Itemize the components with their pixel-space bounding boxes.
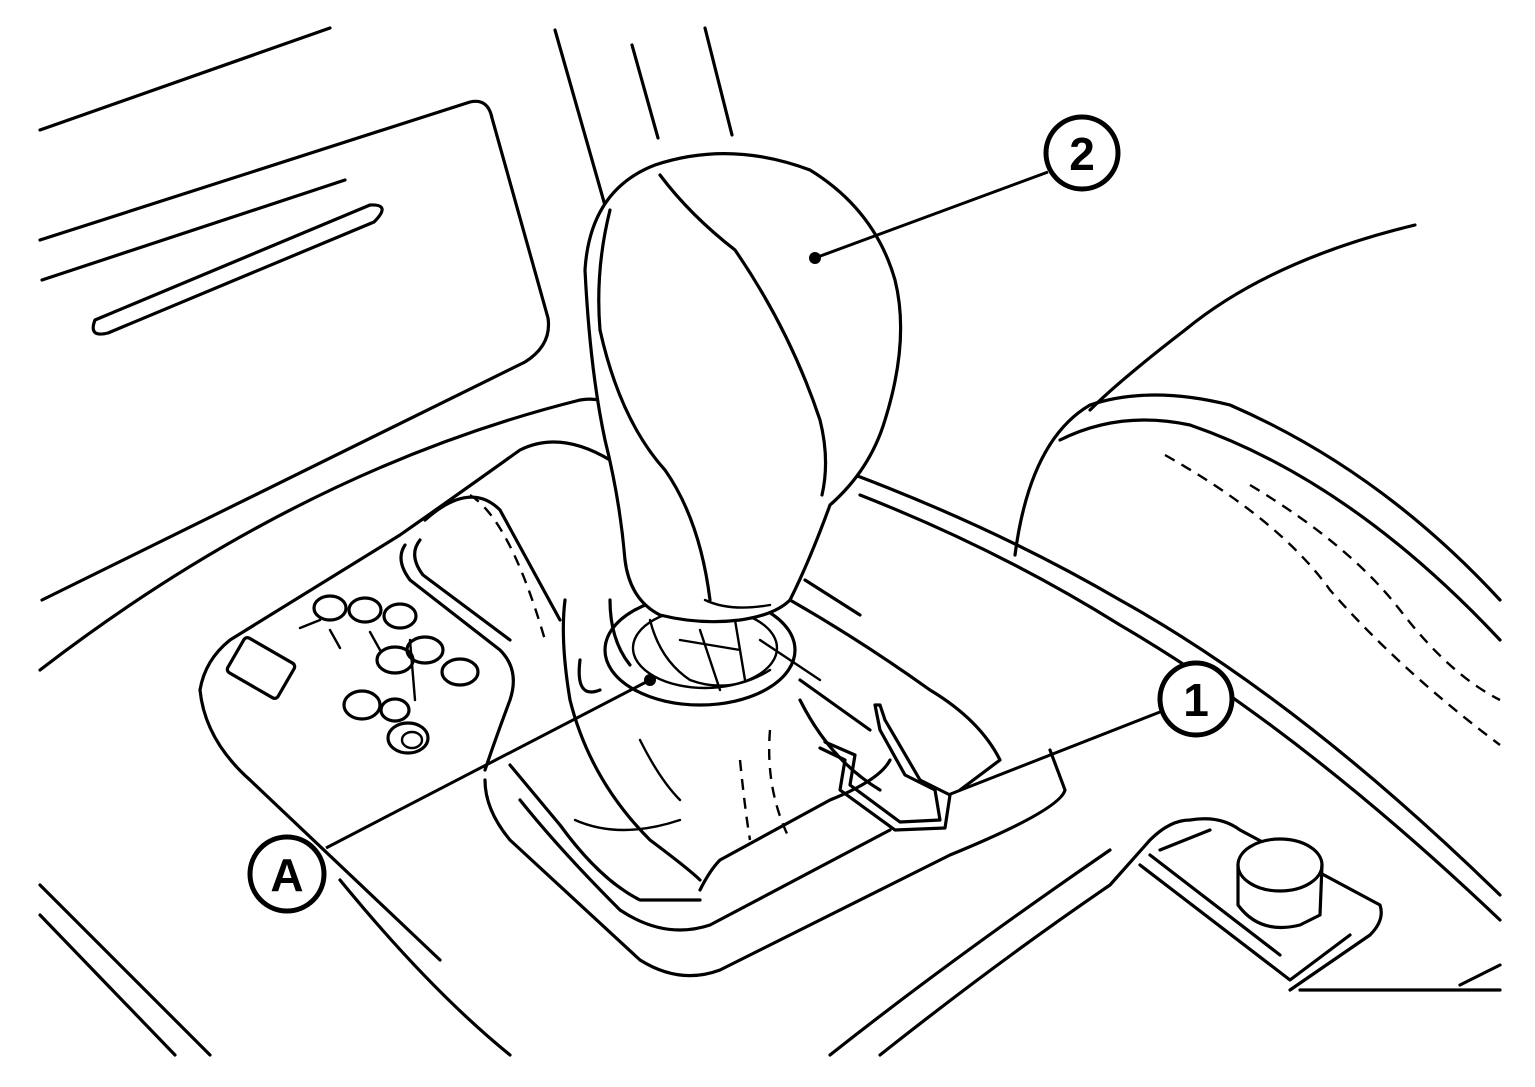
leader-lines — [325, 170, 1161, 850]
shift-boot — [423, 493, 952, 892]
callout-A: A — [247, 834, 327, 914]
callout-1-label: 1 — [1183, 674, 1209, 726]
shift-knob — [583, 152, 903, 624]
center-console — [38, 397, 1502, 1057]
shifter-bezel — [483, 578, 1067, 978]
callout-2: 2 — [1043, 114, 1121, 192]
leader-2-dot — [809, 252, 821, 264]
leader-2 — [814, 170, 1049, 260]
seat — [1013, 223, 1502, 746]
leader-1 — [947, 710, 1161, 797]
callout-1: 1 — [1157, 660, 1235, 738]
switch-panel — [225, 538, 515, 772]
callout-A-label: A — [270, 849, 303, 901]
leader-A — [325, 678, 651, 850]
dashboard-panel — [38, 26, 734, 602]
controller-dial — [828, 817, 1502, 1057]
callout-2-label: 2 — [1069, 128, 1095, 180]
leader-A-dot — [644, 674, 656, 686]
